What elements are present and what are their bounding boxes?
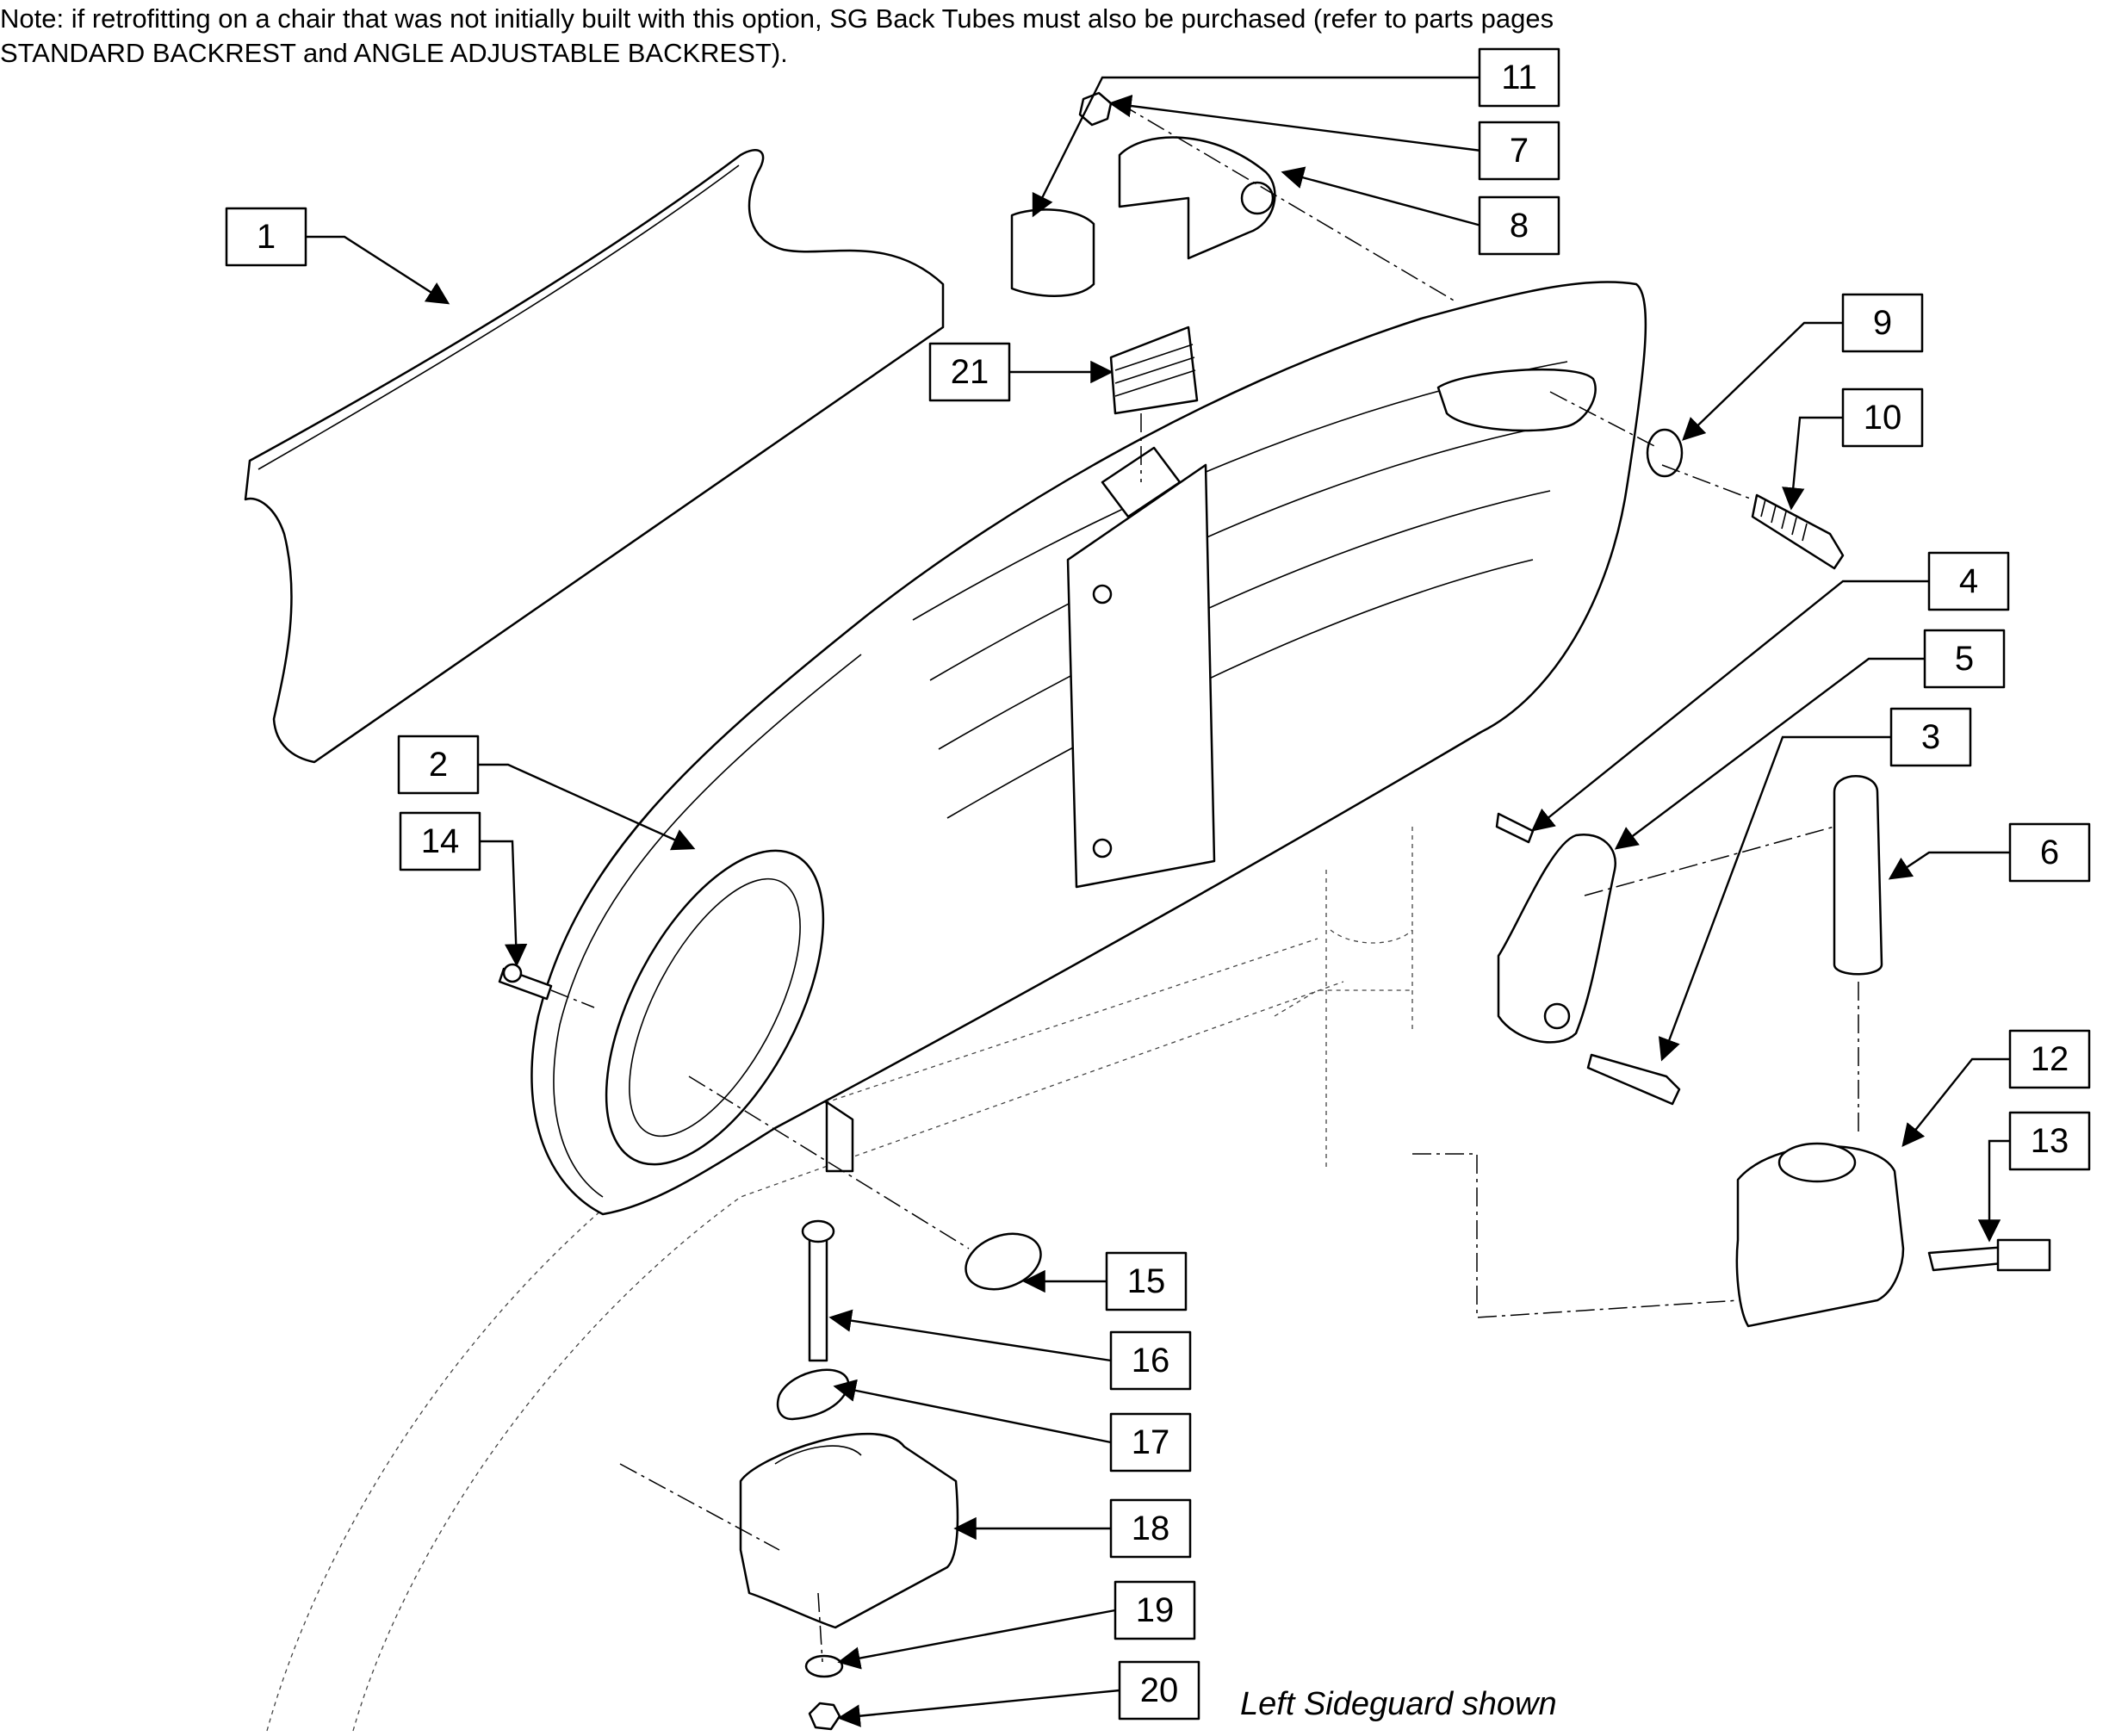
callout-leaders [306, 76, 2010, 1727]
callout-label-16: 16 [1132, 1342, 1170, 1380]
callout-label-2: 2 [429, 746, 448, 784]
callout-label-1: 1 [257, 218, 276, 256]
callout-label-20: 20 [1140, 1671, 1179, 1709]
part-13-bolt [1927, 1238, 2051, 1272]
callout-9: 9 [1841, 293, 1924, 353]
callout-label-7: 7 [1510, 132, 1529, 170]
callout-label-18: 18 [1132, 1510, 1170, 1547]
note-line-2: STANDARD BACKREST and ANGLE ADJUSTABLE B… [0, 38, 788, 68]
callout-11: 11 [1478, 47, 1560, 108]
part-6-pin [1833, 775, 1883, 976]
callout-19: 19 [1114, 1580, 1196, 1640]
callout-16: 16 [1109, 1330, 1192, 1391]
callout-label-14: 14 [421, 822, 460, 860]
callout-15: 15 [1105, 1251, 1188, 1311]
callout-20: 20 [1118, 1660, 1200, 1720]
callout-label-6: 6 [2040, 834, 2059, 871]
callout-18: 18 [1109, 1498, 1192, 1559]
callout-12: 12 [2008, 1029, 2091, 1089]
callout-label-19: 19 [1136, 1591, 1175, 1629]
callout-label-10: 10 [1864, 399, 1902, 437]
callout-5: 5 [1923, 629, 2006, 689]
part-15-knob [965, 1232, 1042, 1291]
callout-label-21: 21 [951, 353, 989, 391]
callout-4: 4 [1927, 551, 2010, 611]
callout-label-11: 11 [1501, 59, 1537, 96]
callout-label-8: 8 [1510, 207, 1529, 245]
callout-label-4: 4 [1959, 562, 1978, 600]
part-8-bracket [1118, 136, 1276, 260]
callout-label-5: 5 [1955, 640, 1974, 678]
retrofit-note: Note: if retrofitting on a chair that wa… [0, 2, 2103, 71]
part-19-washer [804, 1654, 844, 1678]
part-5-hinge [1497, 833, 1617, 1044]
part-3-screw [1586, 1053, 1681, 1106]
callout-7: 7 [1478, 121, 1560, 181]
part-18-clamp [739, 1432, 959, 1629]
part-2-sideguard [530, 281, 1647, 1216]
callout-label-12: 12 [2031, 1040, 2069, 1078]
callout-1: 1 [225, 207, 307, 267]
callout-17: 17 [1109, 1412, 1192, 1472]
callout-2: 2 [397, 735, 480, 795]
callout-label-9: 9 [1873, 304, 1892, 342]
part-10-screw [1751, 493, 1845, 570]
callout-label-3: 3 [1921, 718, 1940, 756]
part-21-plug [1109, 326, 1199, 415]
callout-label-17: 17 [1132, 1423, 1170, 1461]
callout-6: 6 [2008, 822, 2091, 883]
callout-10: 10 [1841, 388, 1924, 448]
callout-21: 21 [928, 342, 1011, 402]
part-9-washer [1646, 428, 1684, 478]
chair-frame-ghost [266, 827, 1413, 1732]
diagram-caption: Left Sideguard shown [1240, 1686, 1557, 1722]
callout-8: 8 [1478, 195, 1560, 256]
part-16-bolt [801, 1219, 835, 1362]
note-line-1: Note: if retrofitting on a chair that wa… [0, 3, 1554, 34]
callout-3: 3 [1889, 707, 1972, 767]
callout-13: 13 [2008, 1111, 2091, 1171]
part-7-nut [1078, 91, 1113, 127]
part-20-nut [808, 1702, 841, 1731]
part-17-washer [776, 1368, 850, 1421]
callout-14: 14 [399, 811, 481, 871]
callout-label-13: 13 [2031, 1122, 2069, 1160]
callout-label-15: 15 [1127, 1262, 1166, 1300]
part-14-screw [498, 963, 553, 1001]
part-11-clamp [1010, 208, 1095, 297]
assembly-centerlines [550, 102, 1859, 1663]
part-12-receiver [1735, 1142, 1905, 1328]
part-4-screw [1495, 812, 1535, 844]
part-1-pad [244, 149, 945, 764]
